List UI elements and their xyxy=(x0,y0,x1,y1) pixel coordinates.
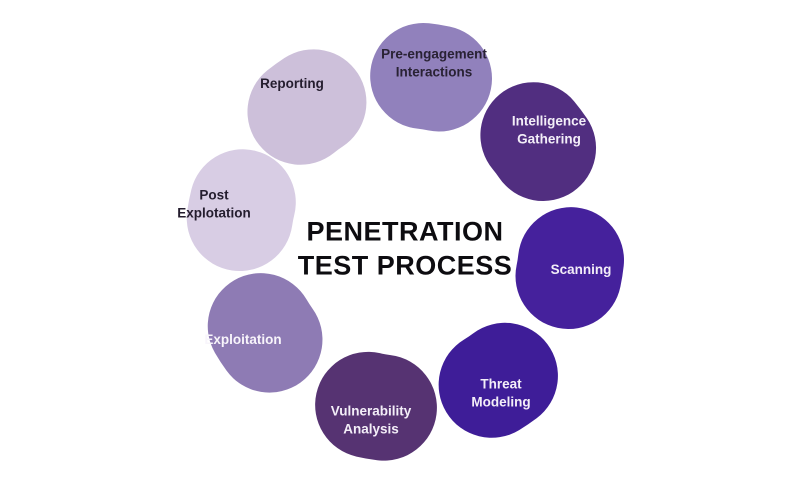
segment-label-exploitation: Exploitation xyxy=(204,332,282,348)
diagram-title-line1: PENETRATION xyxy=(306,216,504,247)
segment-label-post-explotation: Post Explotation xyxy=(177,187,251,220)
segment-vulnerability-analysis xyxy=(315,351,437,461)
segment-label-intelligence-gathering: Intelligence Gathering xyxy=(511,113,587,146)
segment-pre-engagement-interactions xyxy=(370,22,493,132)
segment-label-vulnerability-analysis: Vulnerability Analysis xyxy=(330,403,412,436)
segment-label-pre-engagement-interactions: Pre-engagement Interactions xyxy=(381,46,487,79)
segment-exploitation xyxy=(207,273,323,393)
segment-label-scanning: Scanning xyxy=(550,262,612,278)
segment-post-explotation xyxy=(186,149,296,272)
segment-scanning xyxy=(515,207,625,330)
segment-label-reporting: Reporting xyxy=(260,76,324,92)
segment-intelligence-gathering xyxy=(480,82,597,202)
segment-reporting xyxy=(247,49,367,165)
segment-threat-modeling xyxy=(438,322,558,438)
diagram-title-line2: TEST PROCESS xyxy=(297,250,513,280)
segment-label-threat-modeling: Threat Modeling xyxy=(471,376,531,409)
diagram-title: PENETRATION TEST PROCESS xyxy=(298,215,513,283)
